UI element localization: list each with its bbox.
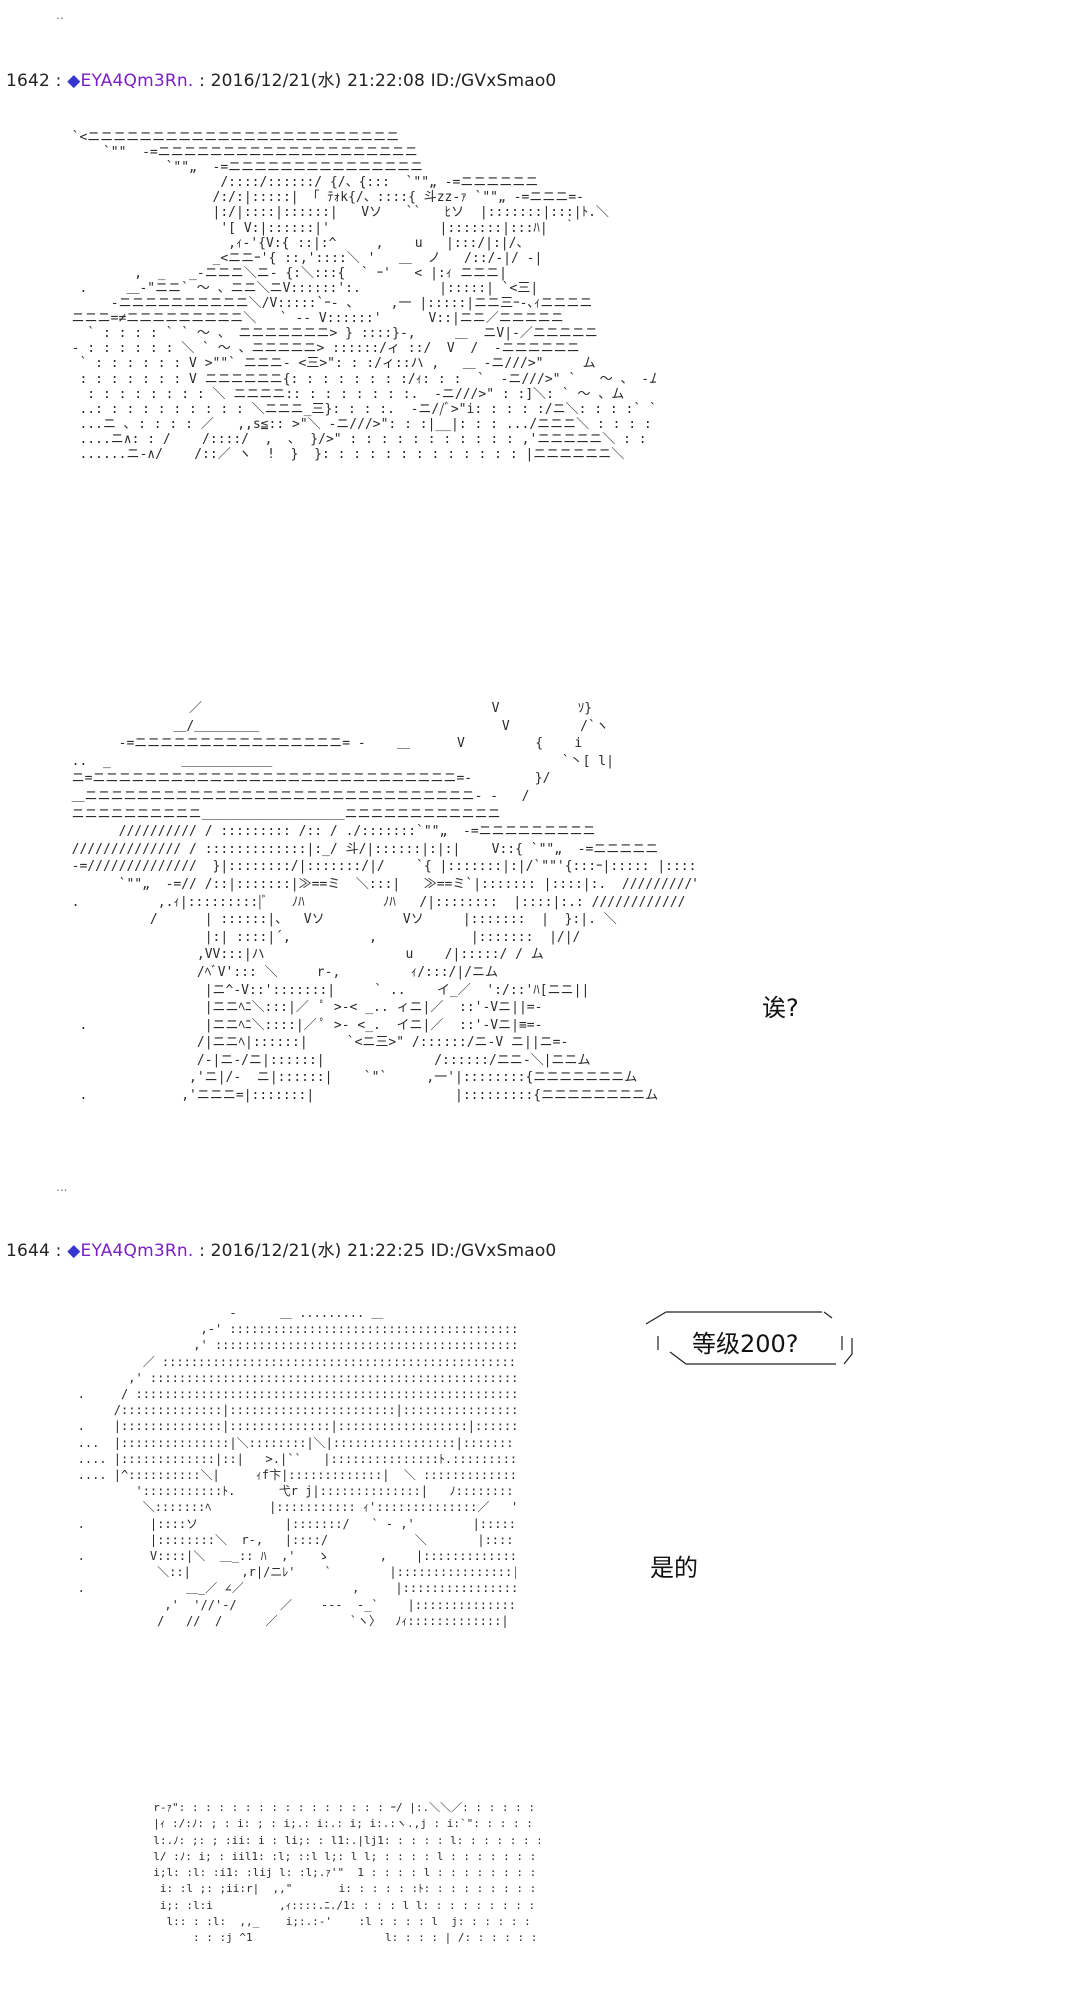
post-number[interactable]: 1642 <box>6 71 51 91</box>
post-meta: : 2016/12/21(水) 21:22:25 ID:/GVxSmao0 <box>193 1241 557 1261</box>
trip-diamond-icon: ◆ <box>67 1241 81 1261</box>
ascii-art-1: `<ニニニニニニニニニニニニニニニニニニニニニニニニ `"" -=ニニニニニニニ… <box>71 130 656 462</box>
speech-bubble-text: 等级200? <box>692 1330 799 1358</box>
poster-trip[interactable]: EYA4Qm3Rn. <box>80 71 194 91</box>
post-separator: : <box>50 71 68 91</box>
speech-bubble: 等级200? <box>640 1302 860 1374</box>
dialogue-line-2: 是的 <box>650 1554 698 1582</box>
speech-bubble-outline-icon <box>645 1311 853 1365</box>
ascii-art-3: - ＿ ......... ＿ ,-' ::::::::::::::::::::… <box>77 1306 516 1628</box>
ascii-art-4: r-ｧ": : : : : : : : : : : : : : : : ｰ/ |… <box>153 1801 540 1945</box>
dialogue-line-1: 诶? <box>762 994 799 1022</box>
post-header: 1642 : ◆EYA4Qm3Rn. : 2016/12/21(水) 21:22… <box>6 70 556 92</box>
ascii-art-2: ／ V ｿ} ＿/＿＿＿＿＿ V /`ヽ -=ニニニニニニニニニニニニニニニニ=… <box>71 701 696 1104</box>
post-separator: : <box>50 1241 68 1261</box>
trip-diamond-icon: ◆ <box>67 71 81 91</box>
poster-trip[interactable]: EYA4Qm3Rn. <box>80 1241 194 1261</box>
middle-dots: ... <box>56 1180 68 1194</box>
post-meta: : 2016/12/21(水) 21:22:08 ID:/GVxSmao0 <box>193 71 557 91</box>
top-dots: .. <box>56 8 64 22</box>
post-number[interactable]: 1644 <box>6 1241 51 1261</box>
post-header: 1644 : ◆EYA4Qm3Rn. : 2016/12/21(水) 21:22… <box>6 1240 556 1262</box>
